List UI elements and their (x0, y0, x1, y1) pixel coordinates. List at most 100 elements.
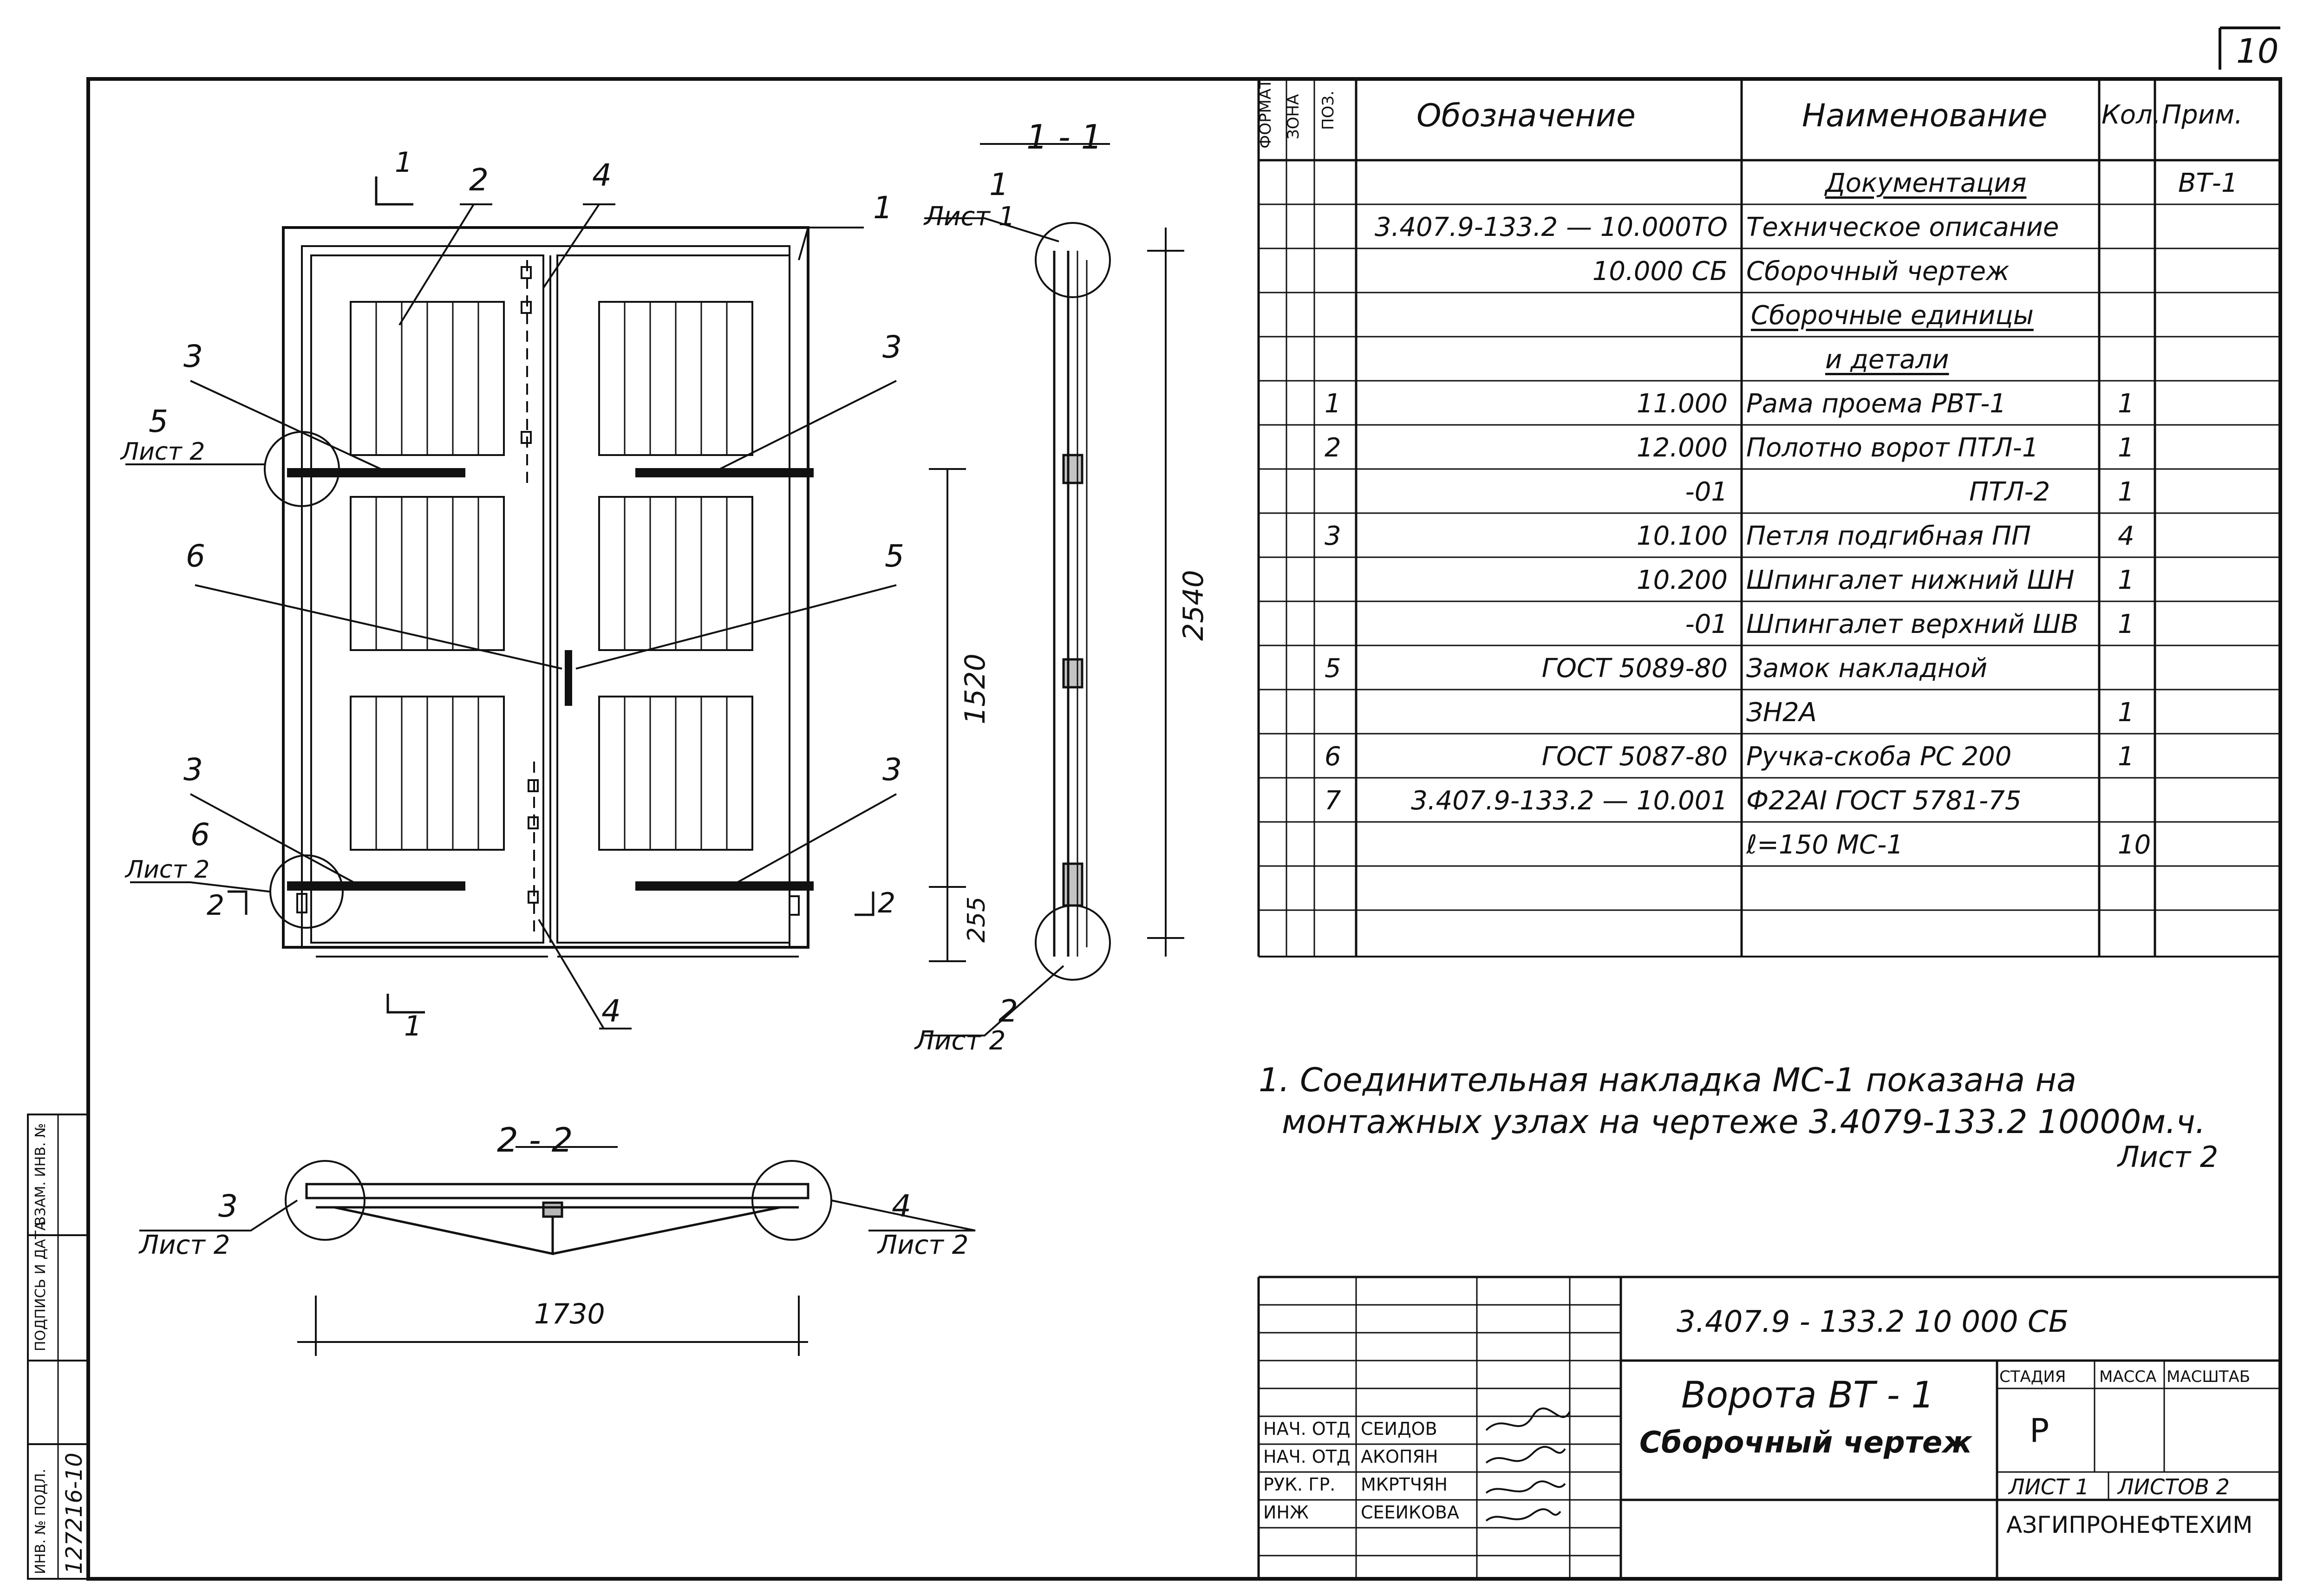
dimension-lines (297, 228, 1184, 1356)
sheet-ref-plan-right: Лист 2 (877, 1230, 968, 1260)
spec-cell-designation: 10.100 (1637, 521, 1728, 551)
gate-front-view (282, 226, 809, 958)
spec-cell-qty: 1 (2118, 565, 2134, 595)
spec-cell-name: Сборочный чертеж (1746, 256, 2010, 287)
spec-header-format: ФОРМАТ (1256, 79, 1275, 149)
spec-cell-name: Рама проема РВТ-1 (1746, 389, 2006, 419)
leader-1-section: 1 (989, 167, 1009, 202)
section-mark-bottom: 1 (404, 1010, 422, 1042)
person-role: РУК. ГР. (1263, 1474, 1336, 1495)
spec-cell-pos: 7 (1325, 786, 1341, 816)
spec-cell-name: Техническое описание (1746, 212, 2059, 242)
spec-cell-designation: 3.407.9-133.2 — 10.001 (1411, 786, 1728, 816)
sheets-label: ЛИСТОВ 2 (2118, 1474, 2230, 1499)
spec-cell-designation: 11.000 (1637, 389, 1728, 419)
spec-cell-designation: 10.000 СБ (1592, 256, 1728, 287)
stage-label: СТАДИЯ (1999, 1368, 2066, 1386)
spec-cell-designation: -01 (1685, 609, 1728, 639)
spec-cell-qty: 1 (2118, 697, 2134, 728)
spec-cell-name: ℓ=150 МС-1 (1746, 830, 1903, 860)
detail-circles (264, 222, 1111, 1241)
spec-cell-name: Ручка-скоба РС 200 (1746, 742, 2012, 772)
note-line-1: 1. Соединительная накладка МС-1 показана… (1259, 1061, 2077, 1099)
person-role: НАЧ. ОТД (1263, 1446, 1351, 1467)
bolt-brackets (296, 266, 800, 916)
title-block-title-1: Ворота ВТ - 1 (1681, 1375, 1935, 1416)
dim-height-label: 2540 (1177, 570, 1210, 641)
sheet-ref-top: Лист 1 (923, 202, 1015, 232)
spec-cell-pos: 5 (1325, 653, 1341, 684)
section-markers (228, 176, 875, 1014)
spec-cell-name: ПТЛ-2 (1969, 477, 2050, 507)
leader-5-left: 5 (149, 404, 168, 439)
spec-cell-name: Шпингалет верхний ШВ (1746, 609, 2079, 639)
leader-2-top: 2 (469, 162, 489, 198)
side-stamp-grid (27, 1114, 89, 1580)
spec-cell-pos: 6 (1325, 742, 1341, 772)
leader-6-left: 6 (186, 538, 205, 574)
sheet-ref-plan-left: Лист 2 (138, 1230, 230, 1260)
frame-border (86, 77, 2282, 1581)
leader-4-plan: 4 (892, 1188, 911, 1224)
spec-cell-designation: -01 (1685, 477, 1728, 507)
mass-label: МАССА (2099, 1368, 2157, 1386)
spec-header-zone: ЗОНА (1284, 94, 1303, 139)
drawing-labels: 1 - 1 2 - 2 1730 2540 1520 255 Лист 1 Ли… (120, 117, 1210, 1330)
sheet-number-box (2219, 26, 2280, 70)
section-2-2-title: 2 - 2 (497, 1120, 573, 1160)
leader-3-left-upper: 3 (183, 339, 203, 374)
spec-cell-designation: ГОСТ 5087-80 (1541, 742, 1728, 772)
leader-6-lower: 6 (190, 817, 210, 853)
leader-2-section: 2 (999, 993, 1018, 1029)
spec-cell-name: Полотно ворот ПТЛ-1 (1746, 433, 2039, 463)
sheet-ref-left-lower: Лист 2 (124, 856, 209, 884)
stamp-inv-orig: ИНВ. № ПОДЛ. (33, 1468, 49, 1574)
dim-width-label: 1730 (534, 1298, 605, 1330)
note-line-2: монтажных узлах на чертеже 3.4079-133.2 … (1282, 1103, 2206, 1141)
scale-label: МАСШТАБ (2167, 1368, 2251, 1386)
leader-4-top: 4 (592, 157, 612, 193)
spec-cell-note: ВТ-1 (2178, 168, 2238, 198)
spec-cell-qty: 1 (2118, 389, 2134, 419)
spec-header-note: Прим. (2162, 100, 2243, 130)
stamp-replace-inv: ВЗАМ. ИНВ. № (33, 1123, 49, 1226)
spec-cell-qty: 1 (2118, 742, 2134, 772)
stamp-signature-date: ПОДПИСЬ И ДАТА (33, 1221, 49, 1351)
handle-lock (565, 650, 572, 706)
spec-cell-name: Документация (1825, 168, 2027, 198)
signature-scribbles (1485, 1407, 1571, 1522)
spec-cell-name: ЗН2А (1746, 697, 1817, 728)
section-mark-2-left: 2 (207, 889, 224, 922)
spec-cell-name: Сборочные единицы (1751, 300, 2034, 331)
spec-cell-qty: 1 (2118, 477, 2134, 507)
spec-header-name: Наименование (1802, 98, 2048, 134)
title-block-row-lines (1259, 1304, 1621, 1557)
spec-cell-pos: 3 (1325, 521, 1341, 551)
spec-cell-pos: 1 (1325, 389, 1341, 419)
hinges (287, 468, 814, 891)
leader-4-bottom: 4 (601, 993, 621, 1029)
section-mark-2-right: 2 (878, 887, 895, 919)
spec-cell-name: Замок накладной (1746, 653, 1988, 684)
sheet-ref-bottom: Лист 2 (914, 1026, 1005, 1056)
spec-cell-qty: 1 (2118, 609, 2134, 639)
leader-lines (125, 203, 1064, 1231)
spec-header-qty: Кол. (2102, 100, 2161, 130)
organization-name: АЗГИПРОНЕФТЕХИМ (2006, 1511, 2253, 1538)
spec-cell-qty: 1 (2118, 433, 2134, 463)
leader-1-frame: 1 (873, 190, 893, 226)
spec-header-designation: Обозначение (1416, 98, 1636, 134)
note-line-3: Лист 2 (2118, 1140, 2219, 1174)
spec-header-pos: ПОЗ. (1319, 91, 1338, 130)
dim-255-label: 255 (963, 897, 991, 943)
stamp-inv-number: 127216-10 (61, 1453, 87, 1574)
section-2-2-view (305, 1146, 809, 1256)
sheet-number: 10 (2236, 32, 2279, 71)
spec-cell-pos: 2 (1325, 433, 1341, 463)
sheet-ref-left-upper: Лист 2 (120, 438, 205, 466)
spec-cell-designation: 12.000 (1637, 433, 1728, 463)
section-mark-top: 1 (395, 146, 412, 179)
louvre-panels (350, 301, 753, 851)
stage-value: Р (2030, 1412, 2049, 1450)
